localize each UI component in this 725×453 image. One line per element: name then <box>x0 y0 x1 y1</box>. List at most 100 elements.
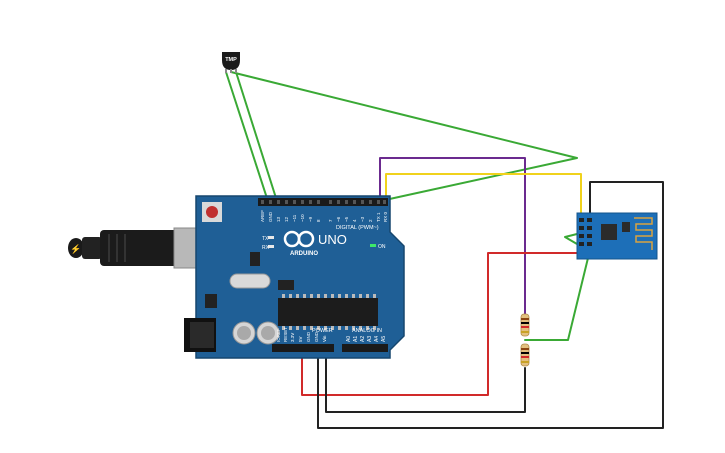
usb-cable[interactable]: ⚡ <box>68 227 211 269</box>
resistor-1[interactable] <box>520 313 530 337</box>
esp-chip <box>601 224 617 240</box>
power-pin-label: IOREF <box>276 328 281 342</box>
esp-flash <box>622 222 630 232</box>
digital-pin-label: RX 0 <box>383 211 388 222</box>
digital-header-label: DIGITAL (PWM~) <box>336 225 379 231</box>
resistor-band <box>521 356 529 358</box>
usb-cable-body <box>100 230 180 266</box>
esp-pins <box>579 218 592 246</box>
resistor-band <box>521 318 529 320</box>
digital-pin-label: 2 <box>368 219 373 222</box>
sensor-pin <box>230 69 232 73</box>
power-pin-label: Vin <box>322 335 327 342</box>
digital-pin-labels: AREF GND 13 12 ~11 ~10 ~9 8 7 ~6 ~5 4 ~3… <box>260 210 388 222</box>
digital-pin-label: GND <box>268 211 273 222</box>
wire-green-esp[interactable] <box>524 257 589 341</box>
usb-ridge <box>108 234 110 262</box>
resistor-band <box>521 322 529 324</box>
arduino-logo: ARDUINO <box>283 230 318 257</box>
usb-ridge <box>116 234 118 262</box>
power-header <box>272 344 334 352</box>
arduino-uno-board[interactable]: ARDUINO UNO TX RX ON DIGITAL (PWM~) POWE… <box>184 195 405 359</box>
resistor-band <box>521 361 529 363</box>
usb-plug-end <box>68 238 84 258</box>
led-tx <box>268 236 274 239</box>
digital-pin-label: 8 <box>316 219 321 222</box>
digital-header-pins <box>261 200 386 204</box>
power-pin-labels: IOREF RESET 3.3V 5V GND GND Vin <box>276 327 327 342</box>
digital-pin-label: ~5 <box>344 216 349 222</box>
atmega-chip <box>278 298 378 326</box>
sensor-label: TMP <box>225 57 237 63</box>
usb-chip <box>250 252 260 266</box>
digital-pin-label: TX 1 <box>376 212 381 222</box>
digital-pin-label: 4 <box>352 219 357 222</box>
wires <box>225 71 664 429</box>
resistor-2[interactable] <box>520 343 530 367</box>
power-pin-label: 5V <box>298 336 303 342</box>
capacitor-1-top <box>237 326 251 340</box>
analog-pin-label: A2 <box>360 336 366 342</box>
temperature-sensor[interactable]: TMP <box>222 52 240 73</box>
digital-pin-label: 13 <box>276 216 281 222</box>
esp-antenna <box>634 217 653 250</box>
usb-bolt-icon: ⚡ <box>70 243 81 255</box>
power-pin-label: GND <box>314 331 319 342</box>
power-pin-label: GND <box>306 331 311 342</box>
logo-ring-right <box>297 230 315 248</box>
esp8266-module[interactable] <box>576 212 658 260</box>
capacitor-2-top <box>261 326 275 340</box>
analog-header <box>342 344 388 352</box>
power-pin-label: 3.3V <box>290 333 295 342</box>
led-rx-label: RX <box>262 245 270 251</box>
atmega-pins-top <box>282 294 376 298</box>
wire-red-5v[interactable] <box>301 252 578 396</box>
digital-pin-label: ~11 <box>292 214 297 222</box>
atmega-pins-bottom <box>282 326 376 330</box>
temperature-sensor-icon <box>222 52 240 70</box>
arduino-sub-text: ARDUINO <box>290 251 318 257</box>
wire-green-sensor-vout[interactable] <box>230 71 578 201</box>
digital-pin-label: ~6 <box>336 216 341 222</box>
usb-strain-relief <box>82 237 102 259</box>
wire-black-gnd-resistor[interactable] <box>325 342 526 413</box>
resistor-band <box>521 348 529 350</box>
digital-pin-label: ~10 <box>300 214 305 222</box>
analog-header-label: ANALOG IN <box>352 328 382 334</box>
voltage-regulator <box>205 294 217 308</box>
digital-pin-label: 7 <box>328 219 333 222</box>
digital-pin-label: 12 <box>284 216 289 222</box>
icsp-header <box>278 280 294 290</box>
led-on-label: ON <box>378 244 386 250</box>
led-rx <box>268 245 274 248</box>
uno-label: UNO <box>318 232 347 247</box>
wire-purple[interactable] <box>379 157 526 323</box>
led-on <box>370 244 376 247</box>
wire-black-gnd-outer[interactable] <box>317 181 664 429</box>
sensor-pin <box>235 69 237 73</box>
analog-pin-label: A0 <box>346 336 352 342</box>
analog-pin-label: A5 <box>381 336 387 342</box>
wire-yellow[interactable] <box>385 173 582 233</box>
analog-pin-labels: A0 A1 A2 A3 A4 A5 <box>346 336 387 342</box>
usb-ridge <box>124 234 126 262</box>
sensor-pin <box>225 69 227 73</box>
analog-pin-label: A4 <box>374 336 380 342</box>
digital-pin-label: ~9 <box>308 216 313 222</box>
power-header-label: POWER <box>312 328 333 334</box>
resistor-band <box>521 352 529 354</box>
led-tx-label: TX <box>262 236 269 242</box>
crystal-oscillator <box>229 273 271 289</box>
digital-pin-label: ~3 <box>360 216 365 222</box>
resistor-band <box>521 331 529 333</box>
analog-pin-label: A1 <box>353 336 359 342</box>
digital-pin-label: AREF <box>260 210 265 222</box>
power-pin-label: RESET <box>283 327 288 342</box>
power-jack-inner <box>190 322 214 348</box>
wire-green-esp-loop[interactable] <box>564 232 582 245</box>
reset-button[interactable] <box>206 206 218 218</box>
analog-pin-label: A3 <box>367 336 373 342</box>
digital-header <box>258 198 388 206</box>
resistor-band <box>521 326 529 328</box>
